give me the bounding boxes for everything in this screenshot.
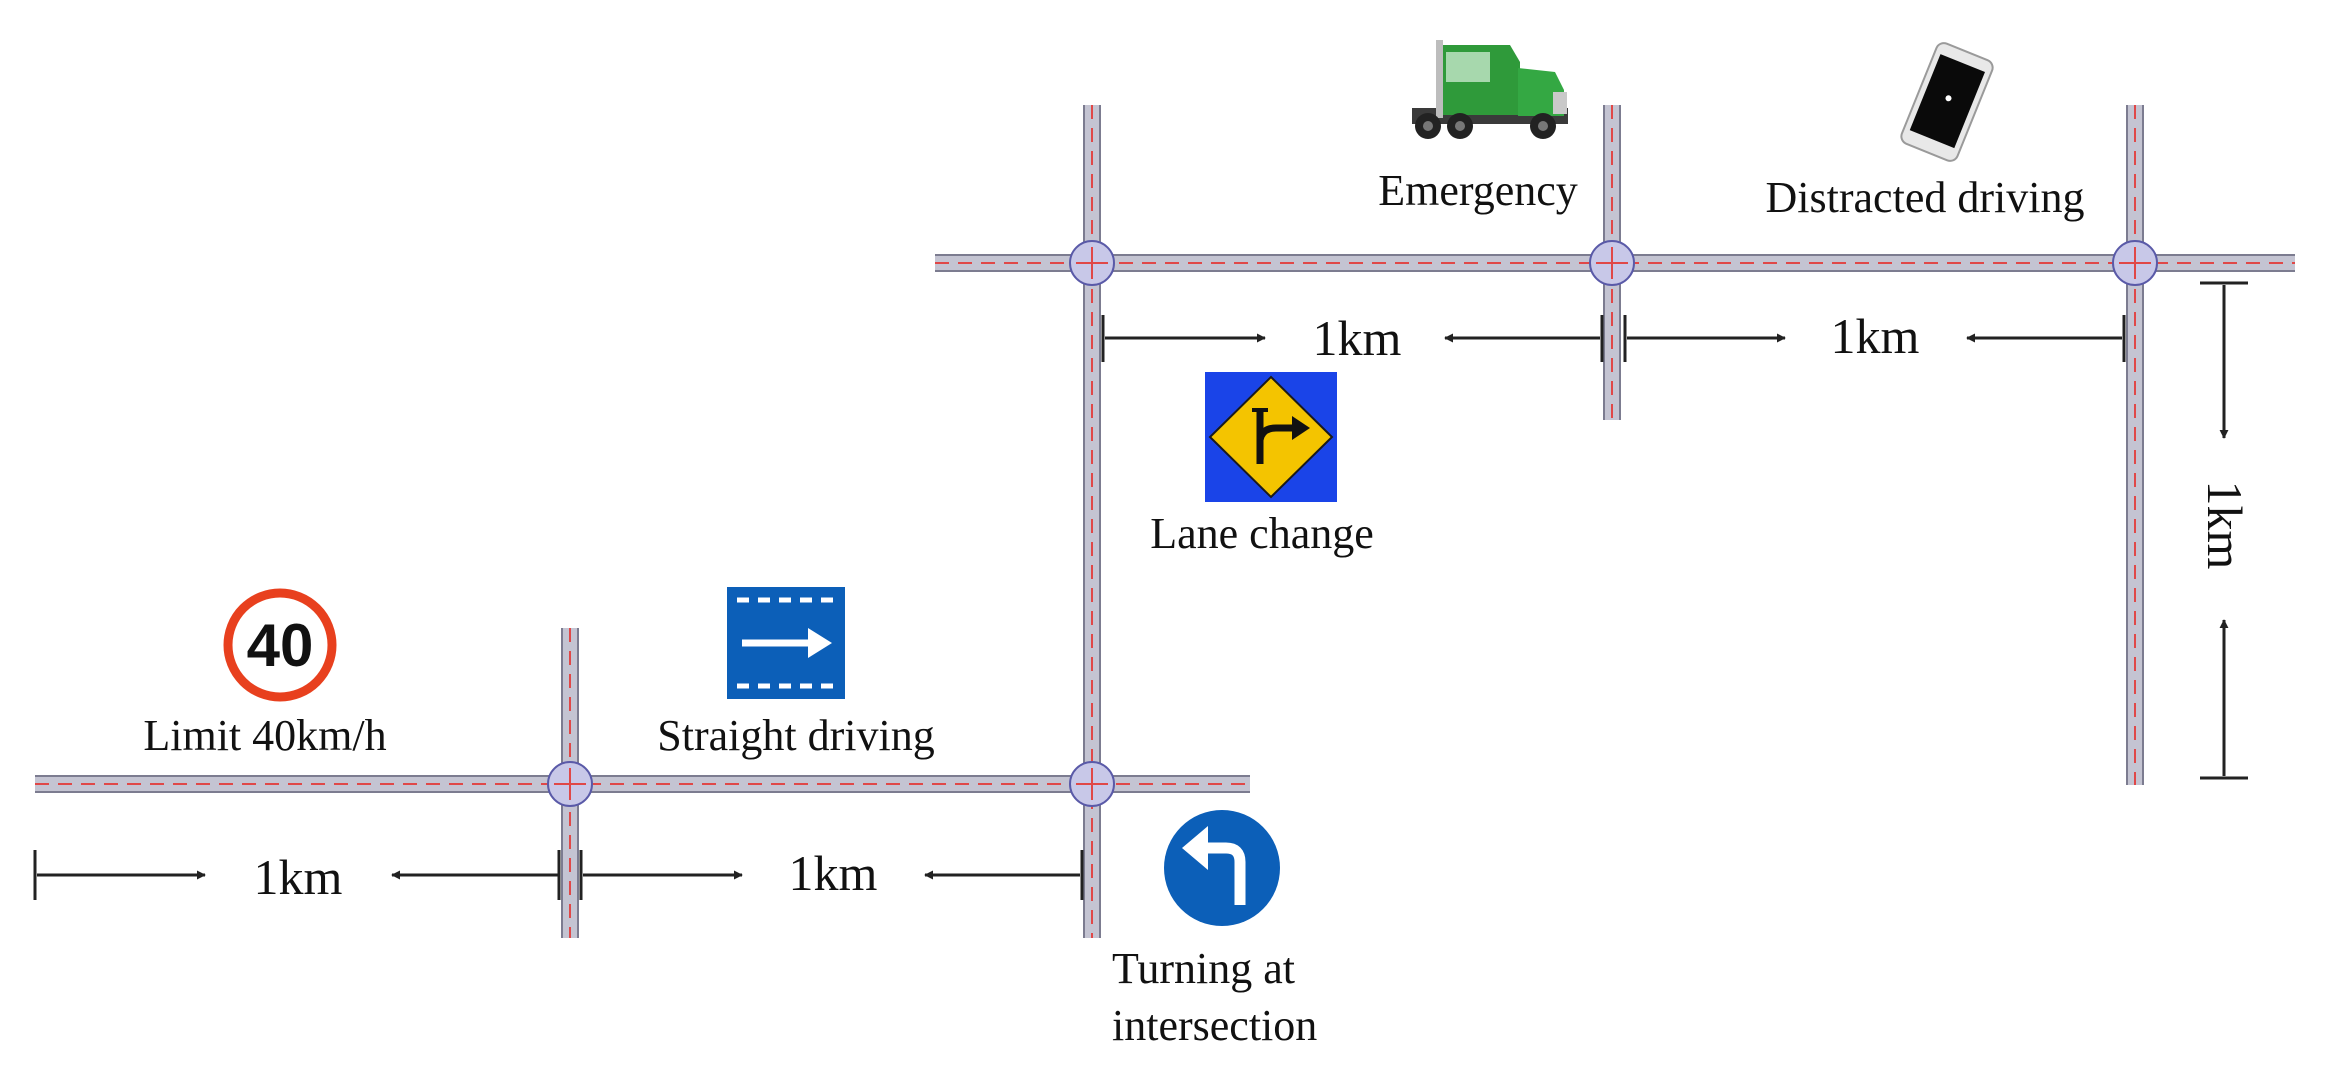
intersection	[547, 761, 593, 807]
truck-icon	[1412, 40, 1568, 139]
distance-label-bottom-middle: 1km	[789, 845, 878, 901]
intersection	[1069, 240, 1115, 286]
speed-limit-number: 40	[247, 612, 314, 679]
road-vertical-4	[2126, 105, 2144, 785]
distance-label-top-left: 1km	[1313, 310, 1402, 366]
intersection	[2112, 240, 2158, 286]
straight-driving-sign-icon	[727, 587, 845, 699]
label-straight-driving: Straight driving	[657, 711, 934, 760]
turn-left-sign-icon	[1164, 810, 1280, 926]
label-limit: Limit 40km/h	[143, 711, 386, 760]
label-distracted-driving: Distracted driving	[1766, 173, 2085, 222]
label-turning-line1: Turning at	[1112, 944, 1295, 993]
label-turning-line2: intersection	[1112, 1001, 1317, 1050]
label-lane-change: Lane change	[1150, 509, 1374, 558]
intersections	[547, 240, 2158, 807]
intersection	[1589, 240, 1635, 286]
distance-label-vertical: 1km	[2197, 481, 2253, 570]
distance-label-bottom-left: 1km	[254, 849, 343, 905]
smartphone-icon	[1900, 42, 1994, 162]
road-vertical-2	[1083, 105, 1101, 938]
intersection	[1069, 761, 1115, 807]
road-lower-horizontal	[35, 775, 1250, 793]
distance-markers	[33, 281, 2248, 900]
label-emergency: Emergency	[1378, 166, 1578, 215]
distance-label-top-right: 1km	[1831, 308, 1920, 364]
speed-limit-sign-icon: 40	[223, 588, 337, 702]
lane-change-sign-icon	[1205, 372, 1337, 502]
